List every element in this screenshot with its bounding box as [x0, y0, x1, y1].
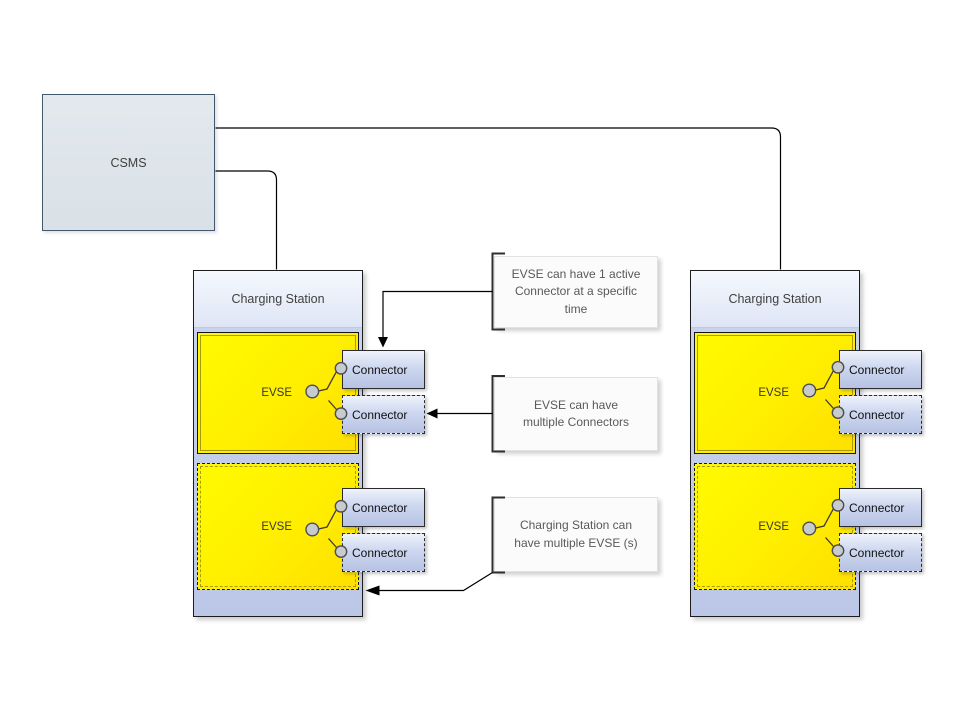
- charging-station-title: Charging Station: [728, 292, 822, 306]
- evse-label: EVSE: [261, 387, 292, 399]
- leader-line-multiple-evse: [379, 571, 493, 592]
- annotation-line: EVSE can have 1 active: [511, 266, 641, 281]
- annotation-active-connector: EVSE can have 1 active Connector at a sp…: [494, 256, 658, 328]
- charging-station-header: Charging Station: [691, 271, 859, 328]
- connector-box: Connector: [342, 395, 425, 434]
- csms-to-right-station-line: [215, 127, 782, 270]
- evse-box-active: EVSE: [694, 332, 856, 454]
- csms-box: CSMS: [42, 94, 215, 231]
- connector-label: Connector: [352, 407, 408, 422]
- connector-label: Connector: [849, 545, 905, 560]
- connector-label: Connector: [849, 500, 905, 515]
- charging-station-right: Charging Station EVSE EVSE Connector Con…: [690, 270, 922, 617]
- connector-box: Connector: [839, 488, 922, 527]
- connector-box: Connector: [839, 533, 922, 572]
- annotation-line: Connector at a specific: [514, 284, 638, 299]
- connector-label: Connector: [352, 362, 408, 377]
- charging-station-left: Charging Station EVSE EVSE Connector Con…: [193, 270, 425, 617]
- connector-label: Connector: [849, 362, 905, 377]
- connector-box: Connector: [839, 395, 922, 434]
- annotation-line: have multiple EVSE (s): [514, 535, 638, 550]
- csms-to-left-station-line: [215, 170, 278, 270]
- connector-box: Connector: [839, 350, 922, 389]
- evse-label: EVSE: [758, 520, 789, 533]
- connector-box: Connector: [342, 350, 425, 389]
- arrowhead-left-icon: [365, 585, 380, 596]
- evse-box-optional: EVSE: [197, 463, 359, 590]
- evse-label: EVSE: [261, 520, 292, 533]
- arrowhead-left-icon: [426, 408, 438, 419]
- connector-box: Connector: [342, 533, 425, 572]
- connector-label: Connector: [352, 545, 408, 560]
- annotation-line: time: [564, 301, 588, 316]
- annotation-multiple-connectors: EVSE can have multiple Connectors: [494, 377, 658, 451]
- connector-label: Connector: [352, 500, 408, 515]
- evse-box-optional: EVSE: [694, 463, 856, 590]
- charging-station-header: Charging Station: [194, 271, 362, 328]
- leader-line-active-connector: [382, 290, 493, 338]
- connector-label: Connector: [849, 407, 905, 422]
- evse-label: EVSE: [758, 387, 789, 399]
- arrowhead-down-icon: [378, 337, 388, 348]
- connector-box: Connector: [342, 488, 425, 527]
- evse-box-active: EVSE: [197, 332, 359, 454]
- charging-station-title: Charging Station: [231, 292, 325, 306]
- csms-label: CSMS: [110, 155, 147, 170]
- annotation-line: EVSE can have: [533, 397, 619, 412]
- annotation-line: multiple Connectors: [522, 415, 630, 429]
- annotation-line: Charging Station can: [519, 518, 633, 532]
- annotation-multiple-evse: Charging Station can have multiple EVSE …: [494, 497, 658, 572]
